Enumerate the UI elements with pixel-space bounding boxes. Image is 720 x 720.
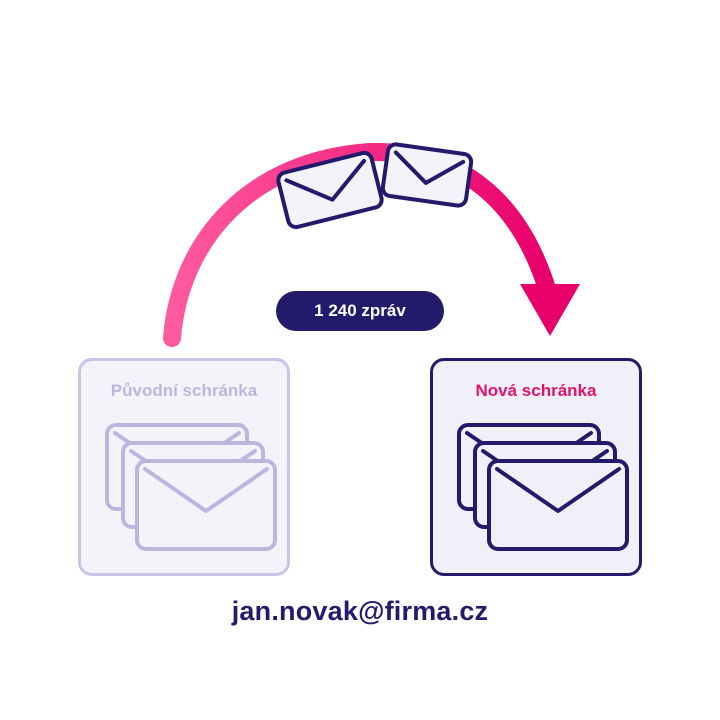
target-mailbox-label: Nová schránka xyxy=(475,381,597,400)
account-email: jan.novak@firma.cz xyxy=(231,596,489,626)
target-mailbox: Nová schránka xyxy=(430,358,642,576)
arrow-head-icon xyxy=(520,284,580,336)
curved-arrow-icon xyxy=(163,142,557,347)
envelope-stack-icon xyxy=(457,423,629,551)
envelope-icon xyxy=(380,142,474,208)
message-count-badge: 1 240 zpráv xyxy=(276,291,444,331)
envelope-icon xyxy=(276,150,384,230)
envelope-stack-icon xyxy=(105,423,277,551)
source-mailbox: Původní schránka xyxy=(78,358,290,576)
source-mailbox-label: Původní schránka xyxy=(110,381,258,400)
